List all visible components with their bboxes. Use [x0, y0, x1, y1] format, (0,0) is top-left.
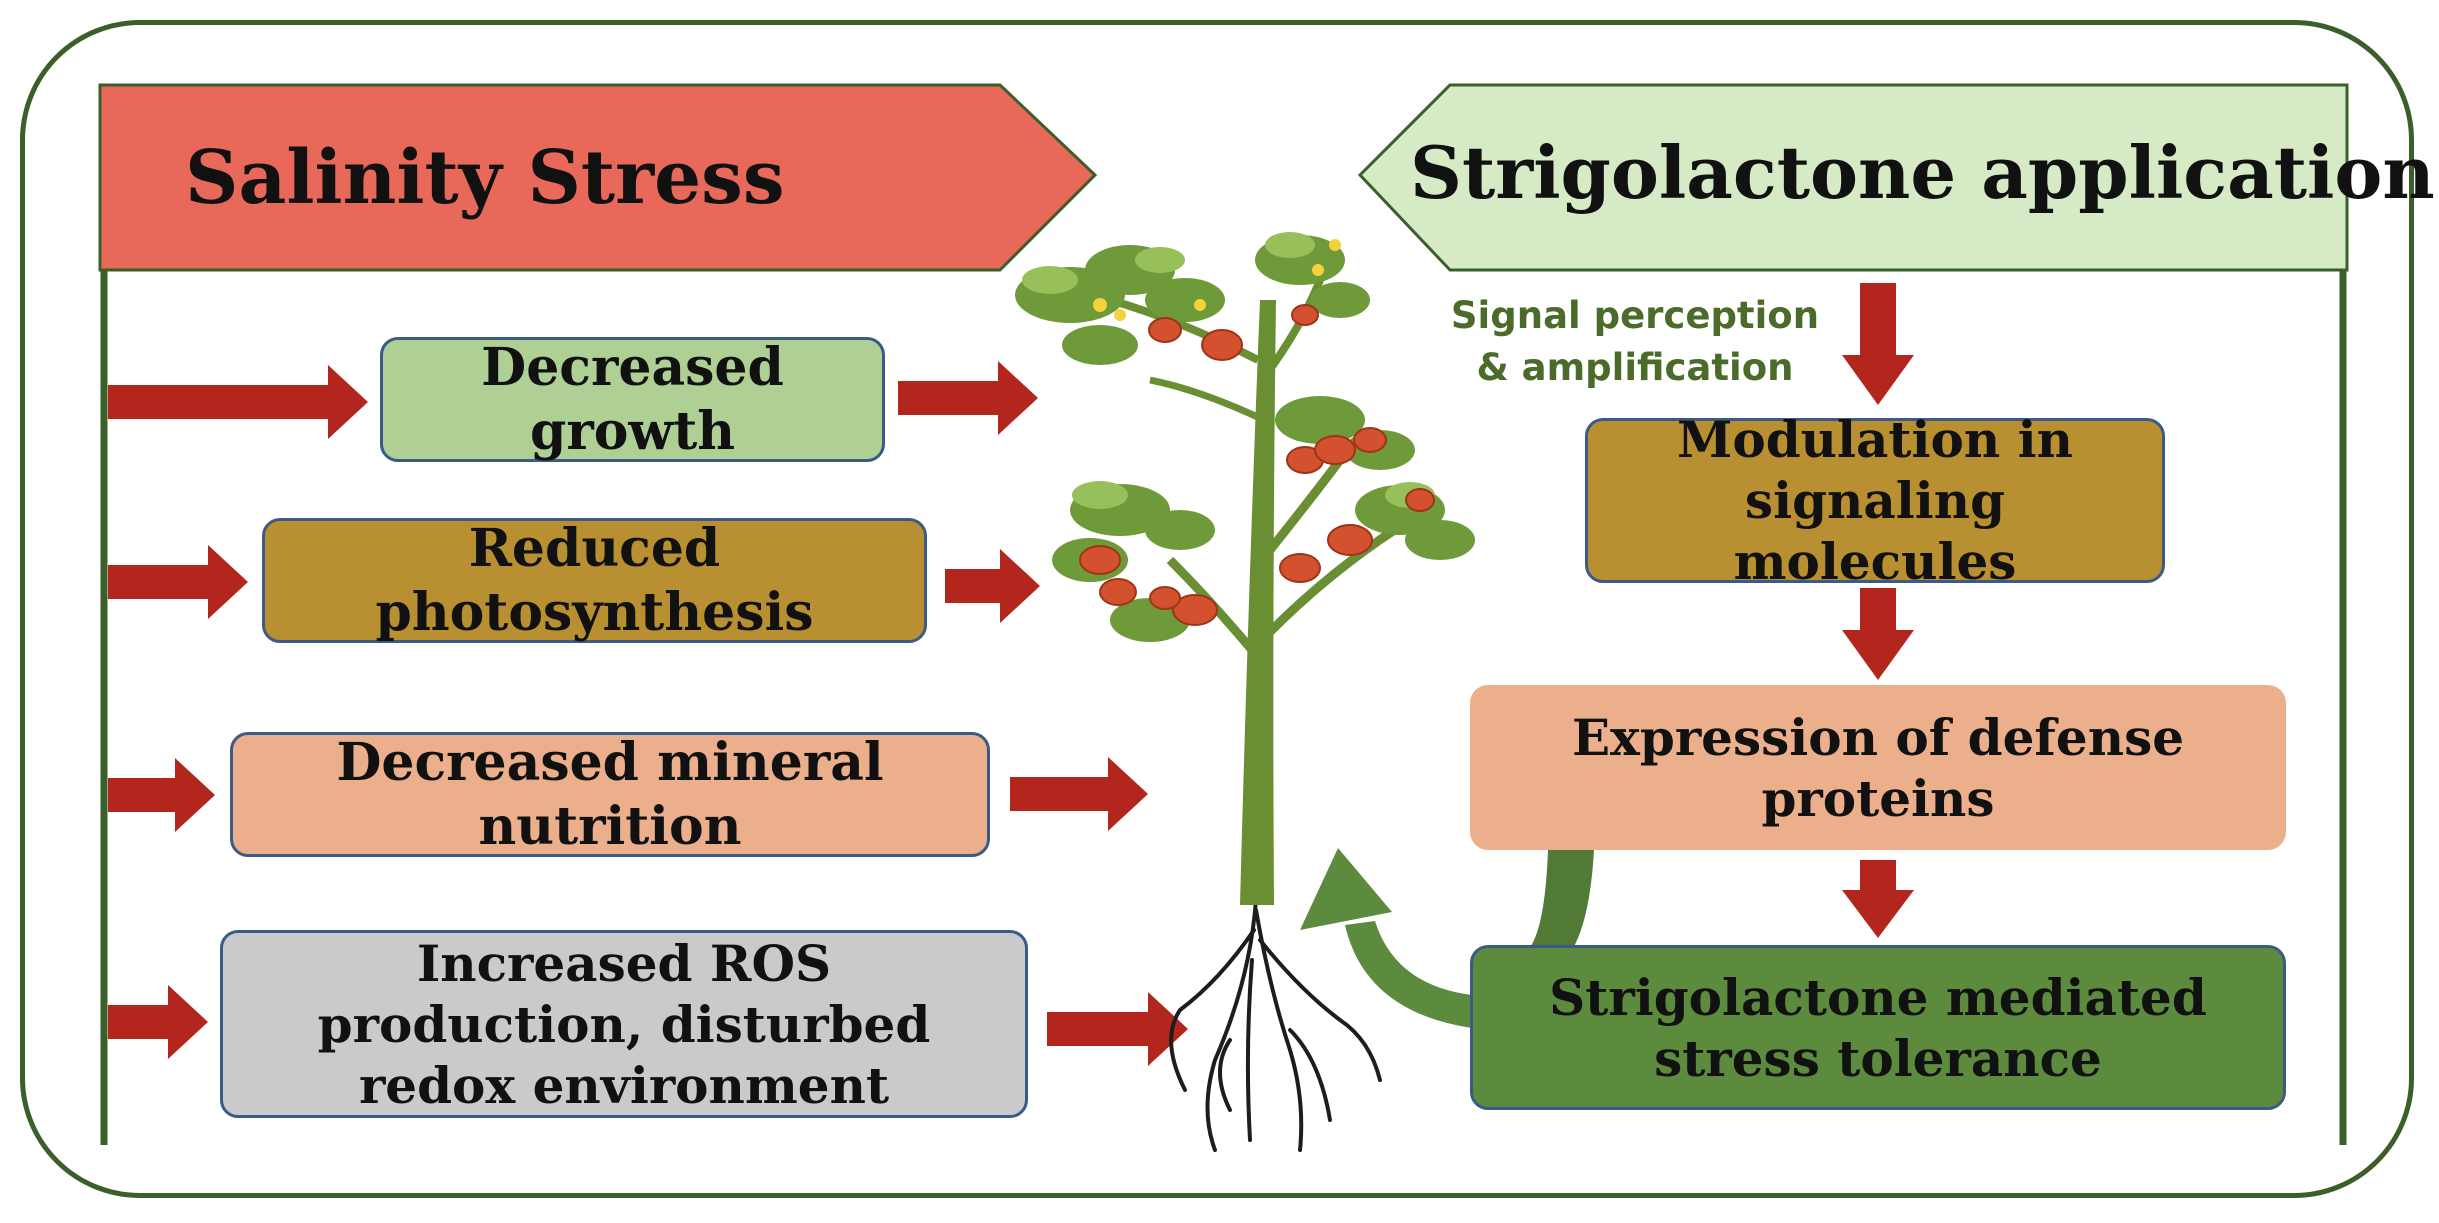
modulation-box: Modulation in signaling molecules [1585, 410, 2165, 591]
salinity-stress-title: Salinity Stress [185, 135, 785, 221]
arrow-into-mineral [108, 758, 215, 832]
decreased-mineral-nutrition-box: Decreased mineral nutrition [230, 732, 990, 857]
defense-proteins-label: Expression of defense proteins [1571, 707, 2185, 828]
defense-proteins-box: Expression of defense proteins [1470, 685, 2286, 850]
arrow-down-1 [1842, 283, 1914, 405]
arrow-into-photosynthesis [108, 545, 248, 619]
arrow-photosynthesis-to-plant [945, 549, 1040, 623]
decreased-growth-box: Decreased growth [380, 337, 885, 462]
arrow-down-3 [1842, 860, 1914, 938]
stress-tolerance-label: Strigolactone mediated stress tolerance [1549, 967, 2207, 1088]
tomato-plant-illustration [1015, 232, 1475, 1152]
outer-rounded-frame [20, 20, 2414, 1198]
increased-ros-label: Increased ROS production, disturbed redo… [317, 933, 931, 1115]
arrow-into-growth [108, 365, 368, 439]
increased-ros-box: Increased ROS production, disturbed redo… [220, 930, 1028, 1118]
arrow-mineral-to-plant [1010, 757, 1148, 831]
arrow-growth-to-plant [898, 361, 1038, 435]
salinity-stress-banner [98, 83, 1098, 272]
feedback-curved-arrow-icon [1300, 848, 1594, 1028]
reduced-photosynthesis-box: Reduced photosynthesis [262, 518, 927, 643]
arrow-into-ros [108, 985, 208, 1059]
signal-perception-label: Signal perception & amplification [1450, 294, 1820, 389]
decreased-growth-label: Decreased growth [481, 337, 784, 462]
reduced-photosynthesis-label: Reduced photosynthesis [375, 518, 814, 643]
stress-tolerance-box: Strigolactone mediated stress tolerance [1470, 945, 2286, 1110]
decreased-mineral-nutrition-label: Decreased mineral nutrition [336, 732, 884, 857]
modulation-label: Modulation in signaling molecules [1677, 410, 2073, 591]
arrow-down-2 [1842, 588, 1914, 680]
arrow-ros-to-plant [1047, 992, 1188, 1066]
strigolactone-title: Strigolactone application [1410, 130, 2435, 215]
strigolactone-banner [1357, 83, 2349, 272]
